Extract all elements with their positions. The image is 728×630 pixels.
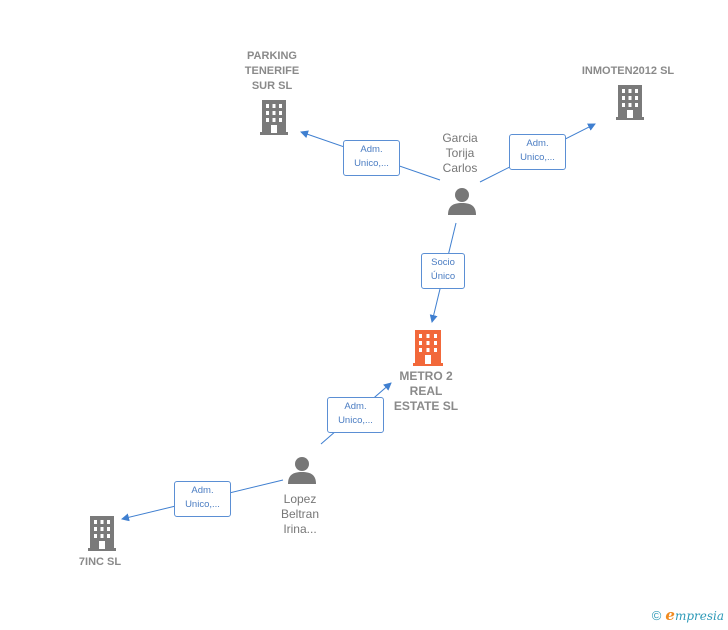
company-label-parking[interactable]: PARKING TENERIFE SUR SL [244,50,300,92]
building-icon[interactable] [260,100,288,135]
footer-brand: © empresia [652,606,724,624]
main-building-icon[interactable] [413,330,443,366]
edge-label-garcia-metro: Socio Único [421,253,465,289]
building-icon[interactable] [88,516,116,551]
copyright-icon: © [651,607,662,623]
person-label-garcia[interactable]: Garcia Torija Carlos [442,131,478,175]
company-label-metro[interactable]: METRO 2 REAL ESTATE SL [393,369,459,413]
company-label-inmoten[interactable]: INMOTEN2012 SL [581,65,675,77]
person-label-lopez[interactable]: Lopez Beltran Irina... [280,492,320,536]
person-icon[interactable] [448,188,476,215]
edge-label-lopez-metro: Adm. Unico,... [327,397,384,433]
company-label-7inc[interactable]: 7INC SL [78,556,122,568]
edge-label-lopez-7inc: Adm. Unico,... [174,481,231,517]
brand-logo[interactable]: empresia [665,606,724,624]
edge-label-garcia-parking: Adm. Unico,... [343,140,400,176]
building-icon[interactable] [616,85,644,120]
person-icon[interactable] [288,457,316,484]
edge-label-garcia-inmoten: Adm. Unico,... [509,134,566,170]
